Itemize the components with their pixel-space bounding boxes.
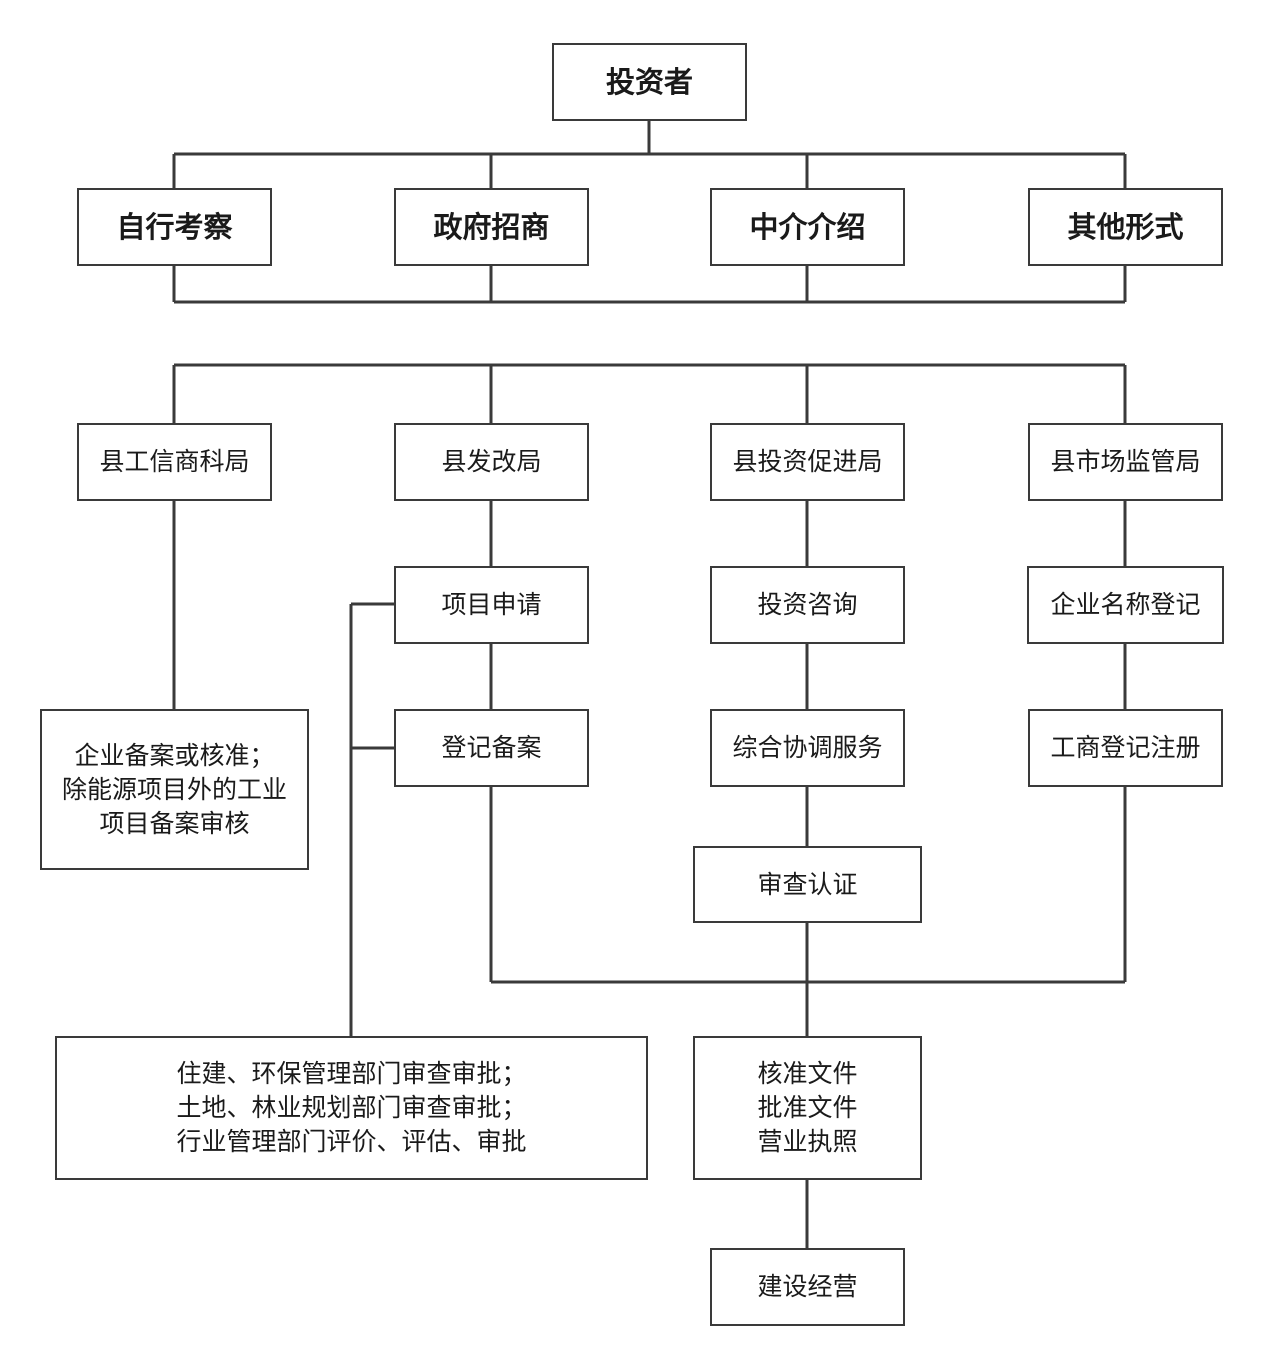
node-registration-filing: 登记备案 <box>394 709 589 787</box>
node-investor: 投资者 <box>552 43 747 121</box>
node-other-forms: 其他形式 <box>1028 188 1223 266</box>
node-agency-intro: 中介介绍 <box>710 188 905 266</box>
node-coordination-service: 综合协调服务 <box>710 709 905 787</box>
industry-filing-line-1: 企业备案或核准； <box>74 740 275 770</box>
documents-line-1: 核准文件 <box>757 1059 858 1088</box>
documents-line-2: 批准文件 <box>757 1093 858 1122</box>
dept-approvals-line-1: 住建、环保管理部门审查审批； <box>176 1059 527 1088</box>
node-documents: 核准文件 批准文件 营业执照 <box>693 1036 922 1180</box>
node-market-bureau: 县市场监管局 <box>1028 423 1223 501</box>
node-dept-approvals: 住建、环保管理部门审查审批； 土地、林业规划部门审查审批； 行业管理部门评价、评… <box>55 1036 648 1180</box>
node-investment-consulting: 投资咨询 <box>710 566 905 644</box>
node-self-inspection: 自行考察 <box>77 188 272 266</box>
node-gov-attraction: 政府招商 <box>394 188 589 266</box>
node-review-certification: 审查认证 <box>693 846 922 923</box>
node-construction-operation: 建设经营 <box>710 1248 905 1326</box>
node-name-registration: 企业名称登记 <box>1027 566 1224 644</box>
documents-line-3: 营业执照 <box>757 1127 858 1156</box>
industry-filing-line-3: 项目备案审核 <box>99 808 250 838</box>
node-industry-filing: 企业备案或核准； 除能源项目外的工业 项目备案审核 <box>40 709 309 870</box>
dept-approvals-line-3: 行业管理部门评价、评估、审批 <box>176 1127 527 1156</box>
industry-filing-line-2: 除能源项目外的工业 <box>61 774 287 804</box>
node-dev-reform-bureau: 县发改局 <box>394 423 589 501</box>
dept-approvals-line-2: 土地、林业规划部门审查审批； <box>176 1093 527 1122</box>
node-project-application: 项目申请 <box>394 566 589 644</box>
node-investment-bureau: 县投资促进局 <box>710 423 905 501</box>
node-business-registration: 工商登记注册 <box>1028 709 1223 787</box>
node-industry-bureau: 县工信商科局 <box>77 423 272 501</box>
